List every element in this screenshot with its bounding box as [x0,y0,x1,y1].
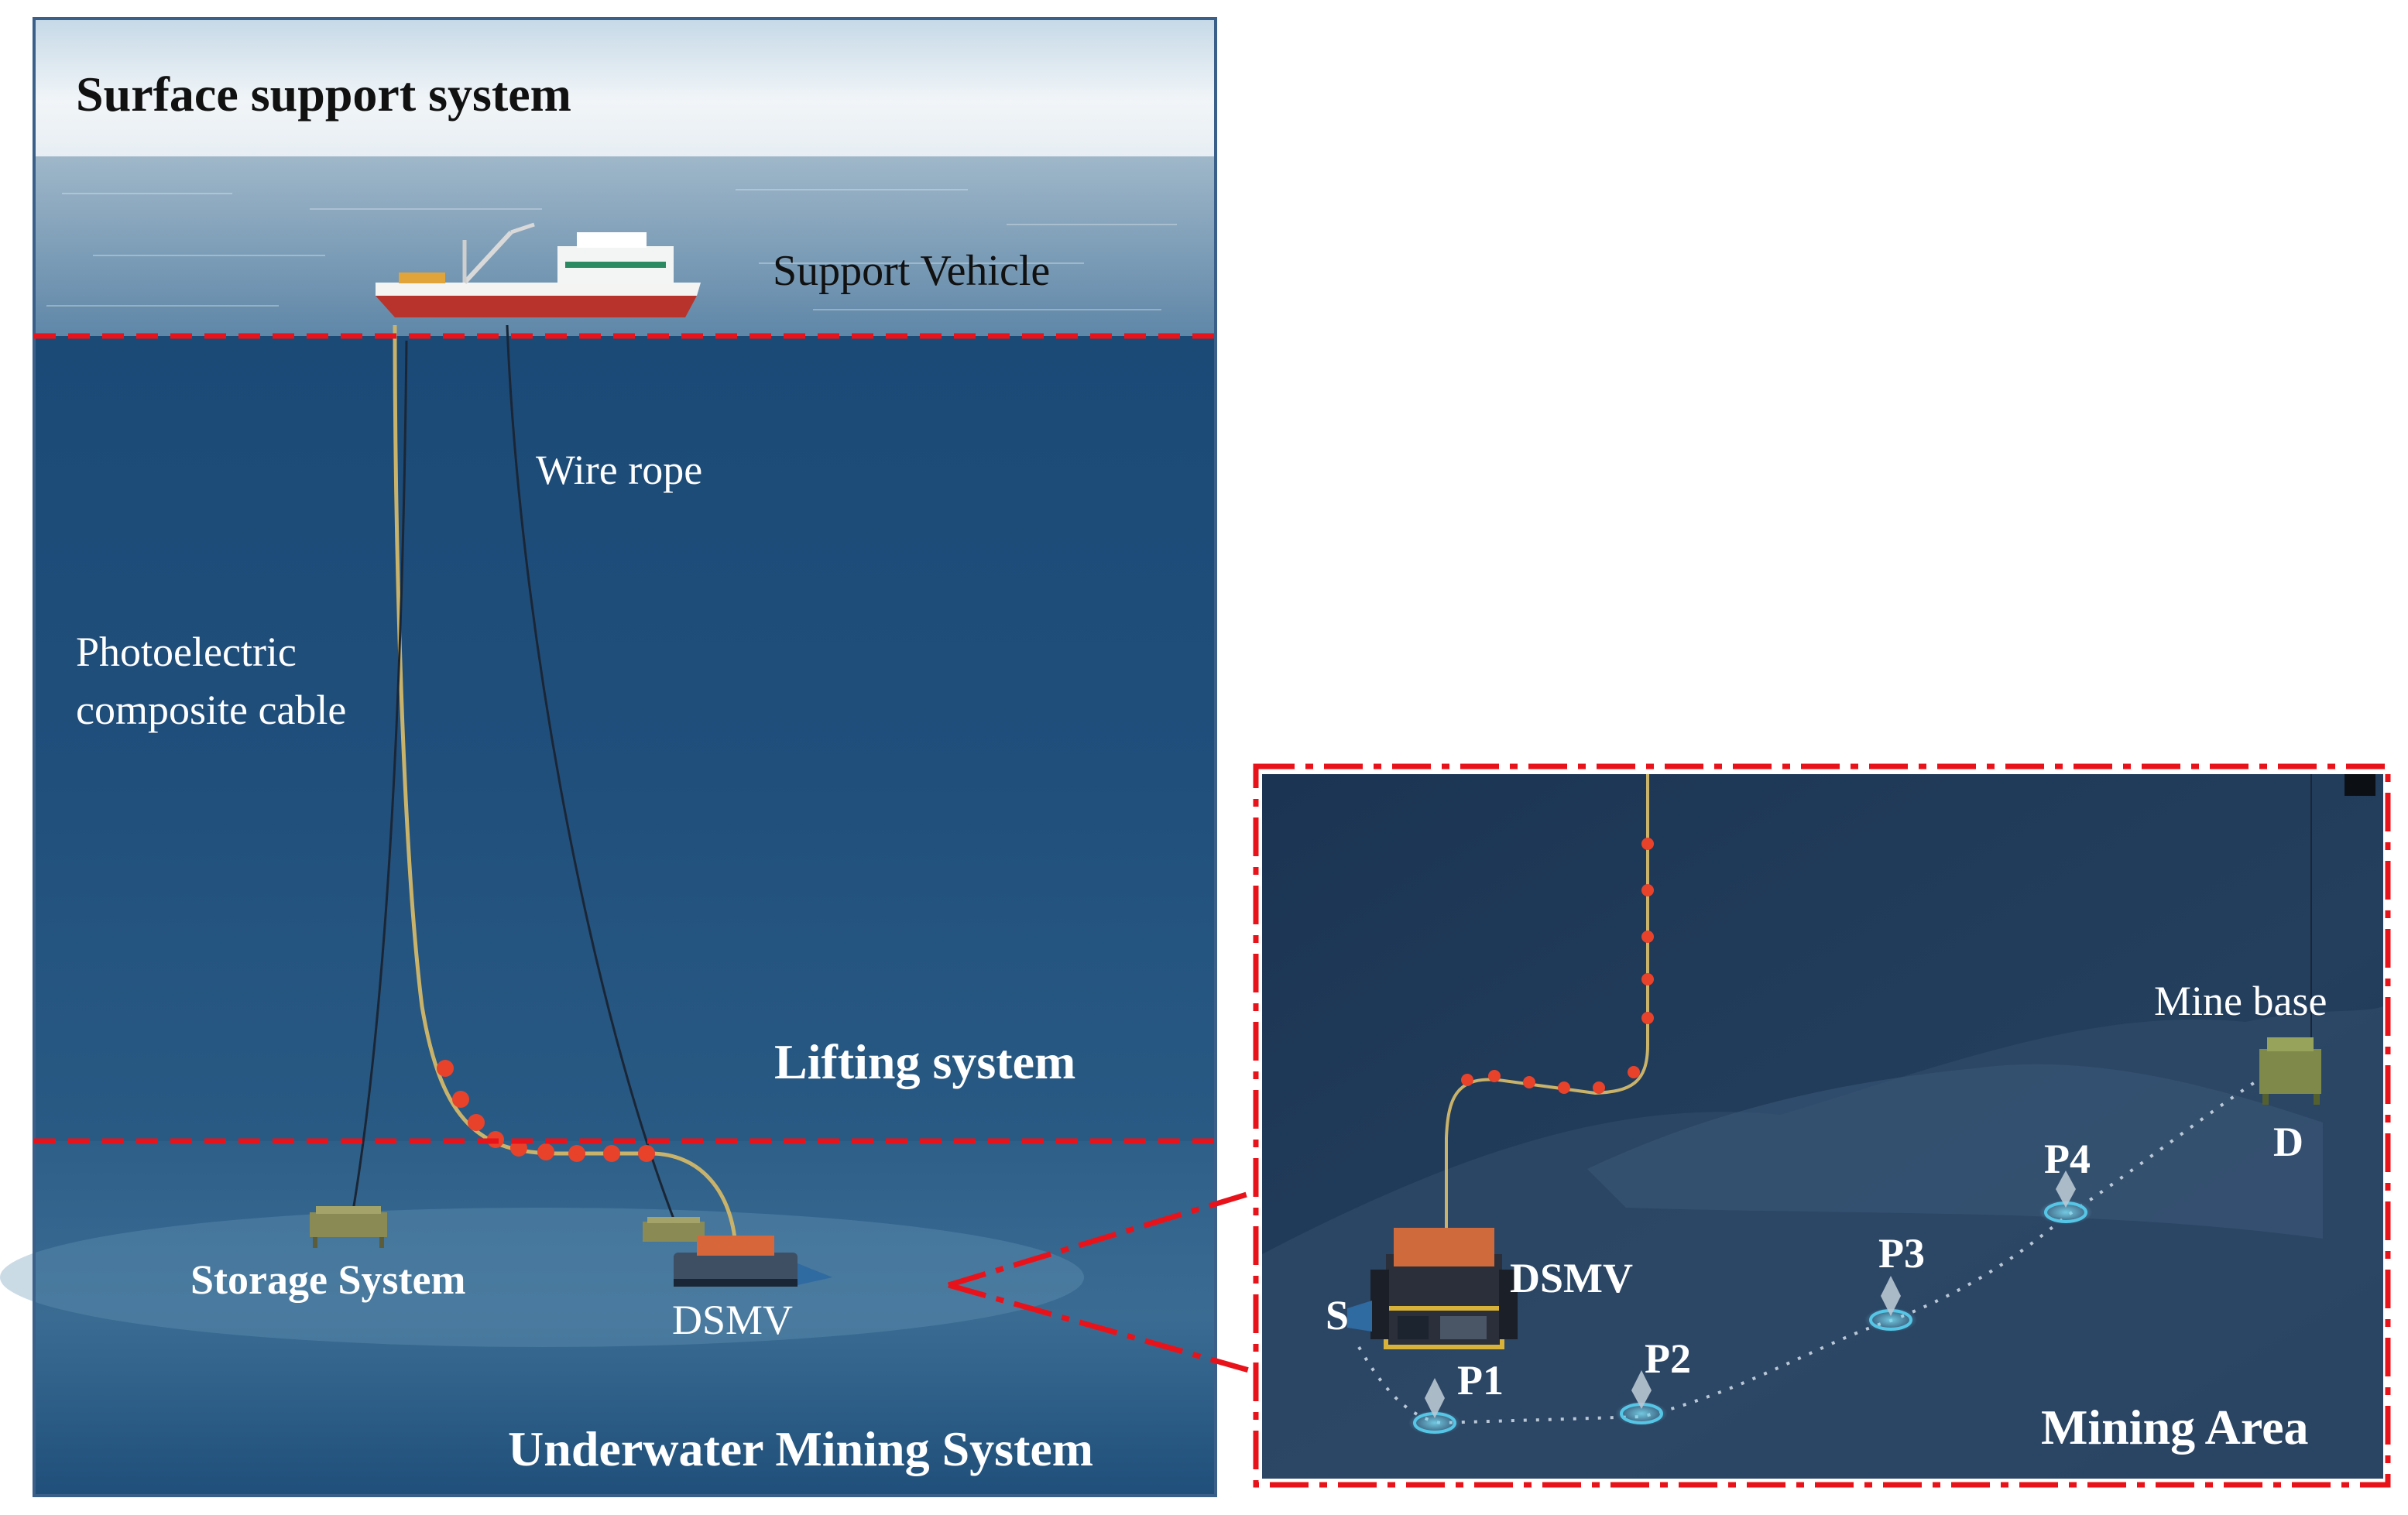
inset-frame [1253,763,2391,1488]
underwater-mining-system-label: Underwater Mining System [508,1421,1094,1476]
point-p2-label: P2 [1645,1335,1691,1382]
storage-system-label: Storage System [190,1256,466,1303]
ship-icon [376,222,701,317]
waypoint-marker-icon [1408,1171,2092,1435]
sky-region [34,19,1216,156]
inset-corner-block [2345,774,2375,796]
support-vehicle-label: Support Vehicle [773,247,1051,295]
surface-support-system-label: Surface support system [76,67,571,122]
seafloor-light-patch [0,1208,1084,1347]
deep-sea-region [34,336,1216,1141]
point-d-label: D [2273,1119,2303,1165]
inset-dsmv-icon [1347,1228,1518,1349]
photoelectric-cable-label-line1: Photoelectric [76,629,297,675]
left-panel [0,17,1217,1497]
storage-unit-2-icon [643,1217,705,1242]
surface-waves [46,189,1177,310]
waypoint-p3 [1864,1276,1917,1332]
mine-base-icon [2259,1037,2321,1105]
waypoint-p2 [1615,1370,1668,1426]
wire-rope-label: Wire rope [536,447,703,493]
point-s-label: S [1326,1292,1350,1338]
wire-rope [506,324,683,1239]
mining-area-label: Mining Area [2041,1400,2309,1455]
buoys [437,1060,655,1162]
zoom-connectors [947,1189,1256,1375]
composite-cable [393,324,738,1247]
point-p3-label: P3 [1878,1230,1925,1277]
dsmv-label-left: DSMV [672,1297,794,1343]
mine-base-label: Mine base [2154,978,2327,1024]
inset-buoys [1461,838,1654,1094]
point-p1-label: P1 [1457,1357,1504,1404]
inset-ridge [1587,1064,2323,1239]
lifting-system-label: Lifting system [774,1034,1076,1089]
waypoint-p1 [1408,1378,1461,1435]
storage-tether [351,340,408,1216]
point-p4-label: P4 [2044,1136,2091,1182]
storage-unit-icon [310,1206,387,1248]
seafloor-region [34,1141,1216,1496]
photoelectric-cable-label-line2: composite cable [76,687,347,733]
inset-panel [1253,763,2391,1488]
left-panel-border [33,17,1217,1497]
dsmv-label-right: DSMV [1510,1255,1633,1301]
dsmv-vehicle-icon [674,1236,832,1287]
waypoint-p4 [2039,1171,2092,1225]
